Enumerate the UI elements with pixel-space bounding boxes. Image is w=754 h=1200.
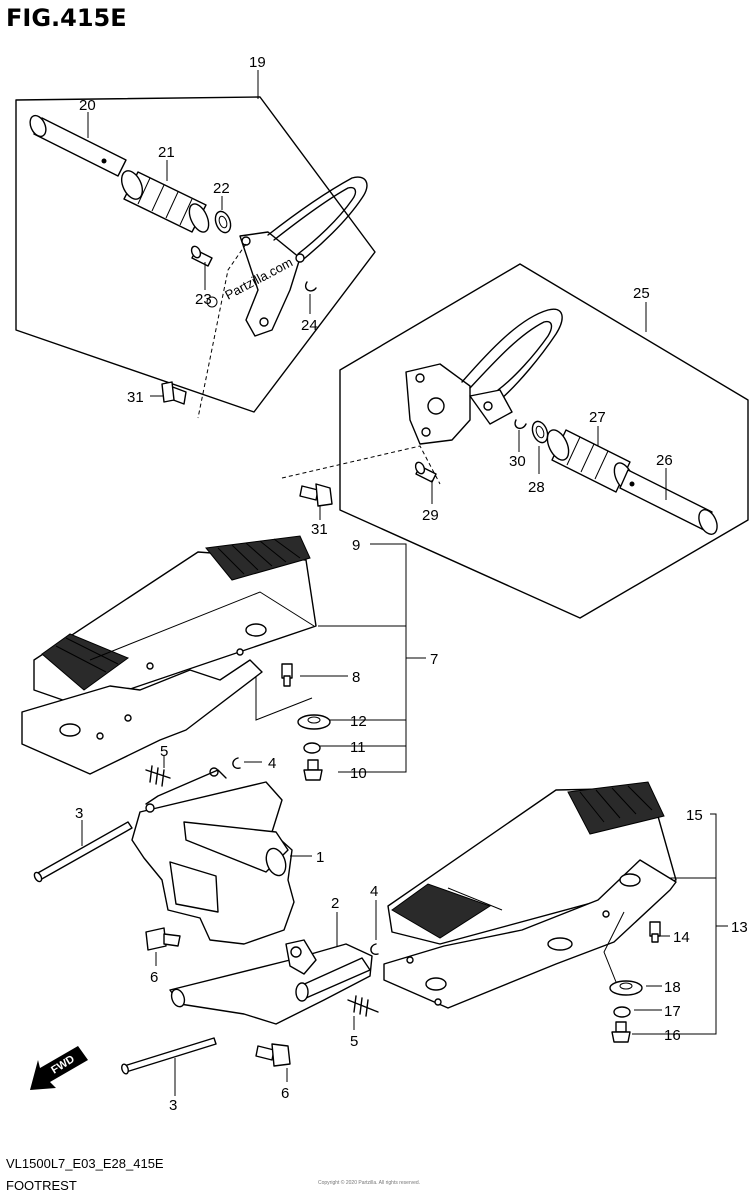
clip-4-lower[interactable] — [370, 943, 379, 955]
nut-10[interactable] — [303, 759, 323, 781]
group-25-frame — [339, 263, 749, 619]
nut-16[interactable] — [611, 1021, 631, 1043]
footrest-bracket-19[interactable] — [239, 176, 368, 337]
callout-1: 1 — [316, 849, 324, 866]
bolt-6-upper[interactable] — [145, 927, 181, 951]
footrest-bracket-1[interactable] — [131, 767, 295, 945]
clip-4-upper[interactable] — [232, 757, 241, 769]
pivot-pin-3-upper[interactable] — [33, 821, 133, 883]
footrest-bracket-25[interactable] — [405, 308, 563, 445]
assembly-line-31b — [281, 445, 441, 485]
callout-30: 30 — [509, 453, 526, 470]
bolt-29[interactable] — [414, 461, 437, 483]
washer-22[interactable] — [213, 209, 234, 234]
diagram-caption: FOOTREST — [6, 1178, 77, 1193]
callout-18: 18 — [664, 979, 681, 996]
callout-16: 16 — [664, 1027, 681, 1044]
callout-11: 11 — [350, 739, 366, 756]
group-19-frame — [15, 96, 376, 413]
callout-15: 15 — [686, 807, 703, 824]
callout-22: 22 — [213, 180, 230, 197]
footrest-pin-20[interactable] — [27, 113, 127, 177]
callout-12: 12 — [350, 713, 367, 730]
callout-2: 2 — [331, 895, 339, 912]
cotter-pin-24[interactable] — [305, 281, 317, 292]
spring-5-upper[interactable] — [145, 765, 171, 787]
callout-3-lower: 3 — [169, 1097, 177, 1114]
assembly-line-7 — [255, 676, 313, 721]
callout-19: 19 — [249, 54, 266, 71]
washer-28[interactable] — [530, 419, 551, 444]
callout-25: 25 — [633, 285, 650, 302]
callout-5-upper: 5 — [160, 743, 168, 760]
callout-4-upper: 4 — [268, 755, 276, 772]
callout-7: 7 — [430, 651, 438, 668]
figure-title: FIG.415E — [6, 4, 127, 32]
callout-24: 24 — [301, 317, 318, 334]
callout-6-lower: 6 — [281, 1085, 289, 1102]
footboard-right-13[interactable] — [383, 781, 677, 1009]
footrest-rubber-21[interactable] — [118, 168, 213, 235]
callout-9: 9 — [352, 537, 360, 554]
footrest-pin-26[interactable] — [619, 469, 721, 537]
callout-4-lower: 4 — [370, 883, 378, 900]
callout-29: 29 — [422, 507, 439, 524]
callout-8: 8 — [352, 669, 360, 686]
callout-31-lower: 31 — [311, 521, 328, 538]
spring-5-lower[interactable] — [347, 995, 379, 1017]
callout-5-lower: 5 — [350, 1033, 358, 1050]
pivot-pin-3-lower[interactable] — [121, 1037, 217, 1075]
footrest-bracket-2[interactable] — [169, 939, 373, 1025]
callout-10: 10 — [350, 765, 367, 782]
bolt-31-upper[interactable] — [161, 381, 187, 405]
callout-21: 21 — [158, 144, 175, 161]
forward-arrow-icon: FWD — [30, 1046, 88, 1090]
passenger-footrest-right-group: 25 30 28 27 — [281, 263, 749, 619]
callout-bracket-7 — [300, 543, 426, 773]
callout-28: 28 — [528, 479, 545, 496]
bolt-23[interactable] — [190, 245, 213, 267]
washer-18[interactable] — [609, 980, 643, 996]
copyright-small-print: Copyright © 2020 Partzilla. All rights r… — [318, 1179, 420, 1186]
callout-3-upper: 3 — [75, 805, 83, 822]
bolt-6-lower[interactable] — [255, 1043, 291, 1067]
callout-6-upper: 6 — [150, 969, 158, 986]
callout-31-upper: 31 — [127, 389, 144, 406]
callout-13: 13 — [731, 919, 748, 936]
callout-17: 17 — [664, 1003, 681, 1020]
callout-26: 26 — [656, 452, 673, 469]
assembly-line-31a — [197, 243, 247, 419]
assembly-line-13 — [603, 911, 625, 983]
cotter-pin-30[interactable] — [514, 419, 527, 430]
washer-17[interactable] — [613, 1006, 631, 1018]
washer-12[interactable] — [297, 714, 331, 730]
passenger-footrest-left-group: 19 20 21 22 — [15, 54, 376, 419]
bolt-8[interactable] — [281, 663, 293, 687]
callout-23: 23 — [195, 291, 212, 308]
callout-27: 27 — [589, 409, 606, 426]
bolt-14[interactable] — [649, 921, 661, 943]
model-code: VL1500L7_E03_E28_415E — [6, 1156, 164, 1171]
footboard-left-7[interactable] — [21, 535, 317, 775]
callout-20: 20 — [79, 97, 96, 114]
washer-11[interactable] — [303, 742, 321, 754]
callout-bracket-13 — [632, 813, 728, 1035]
bolt-31-lower[interactable] — [299, 483, 333, 507]
callout-14: 14 — [673, 929, 690, 946]
partzilla-logo-icon — [206, 296, 218, 308]
